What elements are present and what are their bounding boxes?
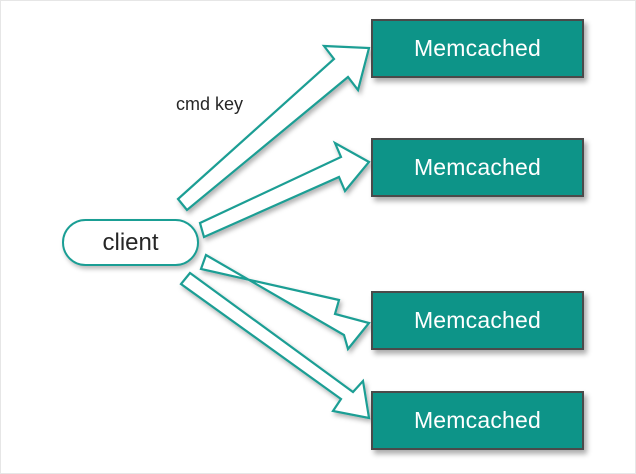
arrow-client-to-server-3: [199, 253, 371, 352]
server-node-1-label: Memcached: [413, 35, 542, 61]
server-node-4[interactable]: Memcached: [371, 391, 584, 450]
client-node-label: client: [102, 228, 159, 256]
arrow-client-to-server-4: [179, 271, 371, 420]
client-node[interactable]: client: [62, 219, 199, 266]
server-node-2[interactable]: Memcached: [371, 138, 584, 197]
server-node-1[interactable]: Memcached: [371, 19, 584, 78]
server-node-3[interactable]: Memcached: [371, 291, 584, 350]
arrow-client-to-server-1: [176, 44, 371, 212]
server-node-4-label: Memcached: [413, 407, 542, 433]
arrow-client-to-server-2: [198, 140, 371, 239]
server-node-3-label: Memcached: [413, 307, 542, 333]
edge-label-cmd-key: cmd key: [176, 94, 244, 114]
server-node-2-label: Memcached: [413, 154, 542, 180]
